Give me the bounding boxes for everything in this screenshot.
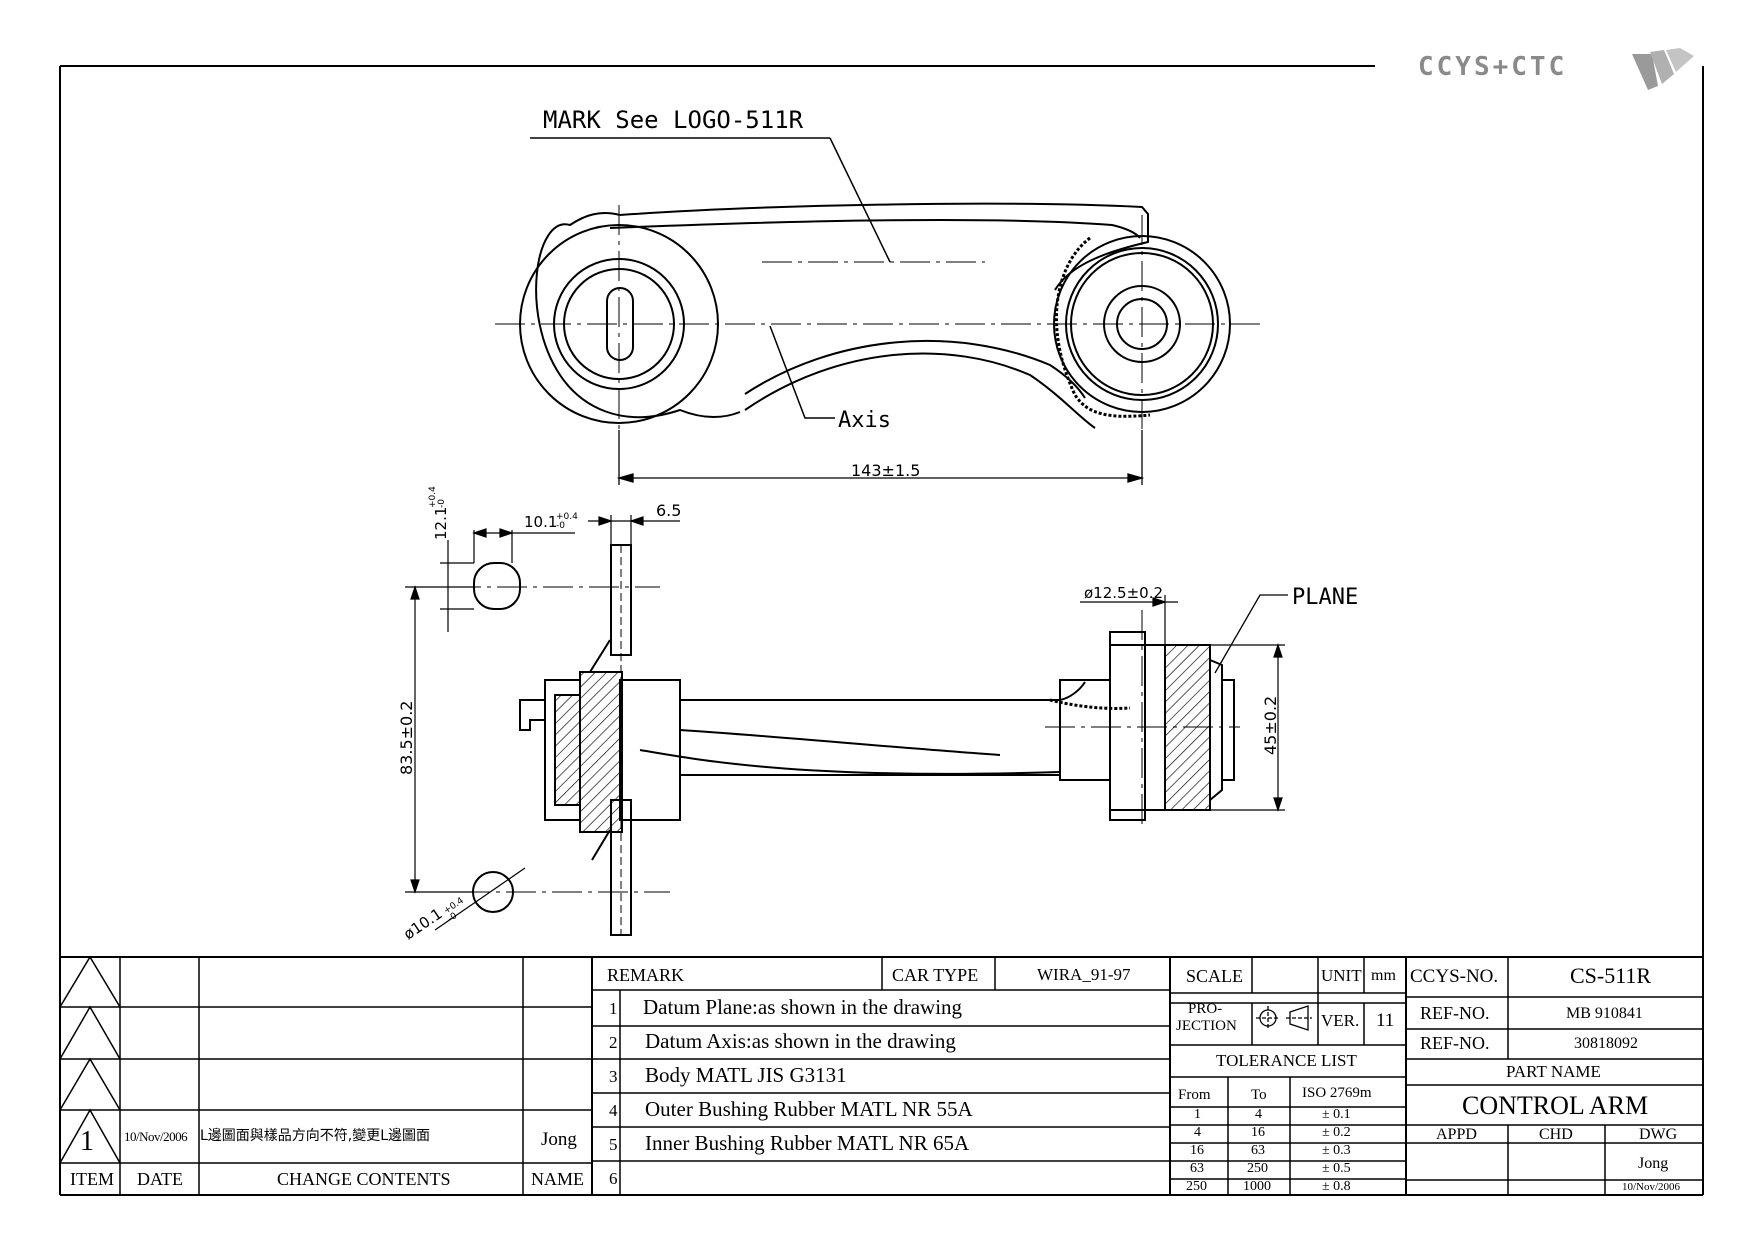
projection-label-1: PRO- [1188,1001,1223,1017]
drawn-by: Jong [1638,1155,1669,1172]
arm-bottom-curve [744,352,1096,429]
revision-name-4: Jong [541,1129,577,1150]
weld-bead [1054,236,1151,418]
drawn-date: 10/Nov/2006 [1622,1181,1681,1193]
mark-callout-label: MARK See LOGO-511R [543,106,804,134]
tol-value-3: ± 0.3 [1322,1143,1351,1158]
dim-width-12-1: 12.1 [432,507,450,540]
tol-value-5: ± 0.8 [1322,1179,1351,1194]
revision-content-4: L邊圖面與樣品方向不符,變更L邊圖面 [200,1128,431,1144]
axis-callout-label: Axis [838,408,891,433]
dim-tol-minus-10-1: -0 [556,521,565,531]
appd-label: APPD [1436,1126,1477,1143]
header-date: DATE [137,1169,183,1189]
tol-to-4: 250 [1247,1161,1268,1176]
logo-text: CCYS+CTC [1418,52,1568,82]
unit-label: UNIT [1321,966,1362,985]
revision-item-4: 1 [80,1126,94,1157]
tol-to-1: 4 [1255,1107,1262,1122]
dim-vertical: 83.5±0.2 [397,701,416,775]
remark-text-2: Datum Axis:as shown in the drawing [645,1029,956,1053]
tol-value-1: ± 0.1 [1322,1107,1351,1122]
tol-from-1: 1 [1194,1107,1201,1122]
tol-from-4: 63 [1190,1161,1204,1176]
unit-value: mm [1371,967,1396,984]
remark-no-4: 4 [609,1101,618,1120]
arm-tube [680,681,1086,701]
remark-text-5: Inner Bushing Rubber MATL NR 65A [645,1131,970,1155]
chd-label: CHD [1539,1126,1573,1143]
tol-from-2: 4 [1194,1125,1201,1140]
car-type-label: CAR TYPE [892,965,979,985]
top-view [495,137,1260,485]
tol-from-5: 250 [1186,1179,1207,1194]
ver-value: 11 [1376,1010,1395,1031]
revision-date-4: 10/Nov/2006 [124,1129,188,1144]
ref-no-value-2: 30818092 [1574,1035,1638,1052]
tol-from-3: 16 [1190,1143,1204,1158]
remark-text-1: Datum Plane:as shown in the drawing [643,995,963,1019]
ccys-no-value: CS-511R [1570,963,1652,988]
header-change-contents: CHANGE CONTENTS [277,1169,451,1189]
left-bushing [579,671,623,833]
ver-label: VER. [1321,1011,1360,1030]
side-view [405,515,1288,936]
dim-width-10-1: 10.1 [524,513,557,531]
remark-title: REMARK [607,965,685,985]
ref-no-label-2: REF-NO. [1420,1033,1490,1053]
projection-label-2: JECTION [1176,1018,1237,1034]
ccys-no-label: CCYS-NO. [1410,966,1499,987]
logo-emblem-icon [1632,48,1694,90]
scale-label: SCALE [1186,966,1244,986]
dwg-label: DWG [1639,1126,1678,1143]
title-block-grid [59,955,1703,1195]
dim-tol-plus-12-1: +0.4 [428,486,438,508]
tol-header-iso: ISO 2769m [1302,1085,1372,1101]
company-logo: CCYS+CTC [1418,46,1708,96]
dim-bushing-dia: ø12.5±0.2 [1084,584,1163,602]
tolerance-title: TOLERANCE LIST [1216,1051,1357,1070]
dim-thickness: 6.5 [656,501,681,520]
tol-header-from: From [1178,1087,1211,1103]
header-name: NAME [531,1169,584,1189]
remark-no-5: 5 [609,1135,618,1154]
dim-center-distance: 143±1.5 [851,461,920,480]
slot-end-view [473,562,521,610]
dim-tol-minus-12-1: -0 [437,499,447,508]
remark-no-1: 1 [609,999,618,1018]
tol-value-4: ± 0.5 [1322,1161,1351,1176]
arm-outline [619,202,1149,291]
remark-no-3: 3 [609,1067,618,1086]
tol-to-3: 63 [1251,1143,1265,1158]
dim-tol-plus-10-1: +0.4 [556,512,578,522]
part-name-value: CONTROL ARM [1462,1091,1649,1120]
car-type-value: WIRA_91-97 [1037,965,1131,984]
ref-no-value-1: MB 910841 [1566,1005,1643,1022]
tol-to-2: 16 [1251,1125,1265,1140]
header-item: ITEM [70,1169,114,1189]
ref-no-label-1: REF-NO. [1420,1003,1490,1023]
tol-header-to: To [1251,1087,1267,1103]
remark-text-3: Body MATL JIS G3131 [645,1063,847,1087]
dim-hole-dia: ø10.1 [400,905,445,944]
dim-plane-height: 45±0.2 [1261,696,1280,755]
remark-no-2: 2 [609,1033,618,1052]
remark-no-6: 6 [609,1169,618,1188]
tol-to-5: 1000 [1243,1179,1271,1194]
plane-callout-label: PLANE [1292,585,1358,610]
remark-text-4: Outer Bushing Rubber MATL NR 55A [645,1097,973,1121]
projection-symbol-icon [1256,1005,1312,1031]
part-name-label: PART NAME [1506,1062,1601,1081]
tol-value-2: ± 0.2 [1322,1125,1351,1140]
